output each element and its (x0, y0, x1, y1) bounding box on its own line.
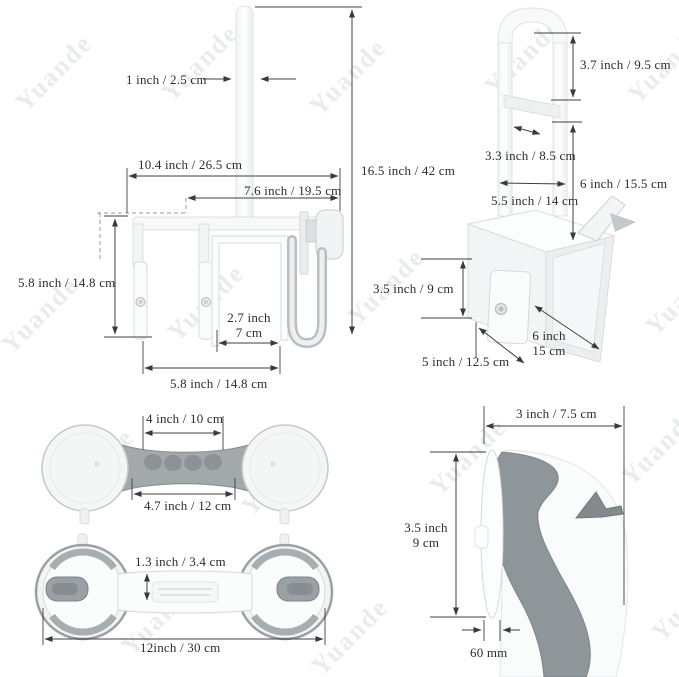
grab-bar-bottom-view-drawing (34, 533, 334, 641)
dim-label-overall-length: 12inch / 30 cm (140, 640, 221, 655)
suction-grip-side-drawing (474, 449, 629, 677)
dim-label-height: 16.5 inch / 42 cm (361, 163, 456, 178)
dim-label-cup-edge: 60 mm (470, 645, 508, 660)
dim-label-handle-length: 4.7 inch / 12 cm (144, 498, 232, 513)
dim-label-pad-gap: 2.7 inch 7 cm (216, 310, 282, 340)
dim-label-overall-width: 10.4 inch / 26.5 cm (138, 157, 243, 172)
dim-label-clamp-depth-side-line1: 6 inch (532, 328, 566, 343)
dim-label-cup-height-line2: 9 cm (412, 535, 440, 550)
dim-label-clamp-width: 5 inch / 12.5 cm (422, 354, 510, 369)
dim-label-grip-length: 4 inch / 10 cm (146, 411, 224, 426)
dim-label-base-width: 5.8 inch / 14.8 cm (170, 376, 268, 391)
dim-label-handle-height: 3.7 inch / 9.5 cm (580, 57, 671, 72)
tub-rail-front-dimension-lines (97, 6, 362, 374)
dim-label-bar-width: 1.3 inch / 3.4 cm (135, 554, 226, 569)
dim-label-pad-gap-line1: 2.7 inch (227, 310, 271, 325)
dim-label-cup-height-line1: 3.5 inch (404, 520, 448, 535)
grab-bar-bottom-view-dimension-lines (42, 573, 326, 645)
dim-label-post-height: 6 inch / 15.5 cm (580, 176, 668, 191)
dim-label-arm-length: 7.6 inch / 19.5 cm (244, 183, 342, 198)
dim-label-tube-width: 1 inch / 2.5 cm (126, 72, 207, 87)
dim-label-clamp-depth-side: 6 inch 15 cm (524, 328, 574, 358)
tub-rail-side-dimension-lines (421, 32, 600, 364)
dim-label-clamp-depth: 5.8 inch / 14.8 cm (18, 275, 116, 290)
dim-label-clamp-depth-side-line2: 15 cm (532, 343, 566, 358)
dim-label-cup-height: 3.5 inch 9 cm (398, 520, 454, 550)
dim-label-handle-width: 3.3 inch / 8.5 cm (485, 148, 576, 163)
grab-bar-top-view-dimension-lines (131, 416, 236, 500)
dim-label-post-spread: 5.5 inch / 14 cm (491, 193, 579, 208)
grab-bar-top-view-drawing (41, 424, 329, 525)
dim-label-grip-depth: 3 inch / 7.5 cm (516, 406, 597, 421)
suction-grip-side-dimension-lines (430, 406, 625, 641)
dim-label-clamp-height: 3.5 inch / 9 cm (373, 281, 454, 296)
dim-label-pad-gap-line2: 7 cm (235, 325, 263, 340)
